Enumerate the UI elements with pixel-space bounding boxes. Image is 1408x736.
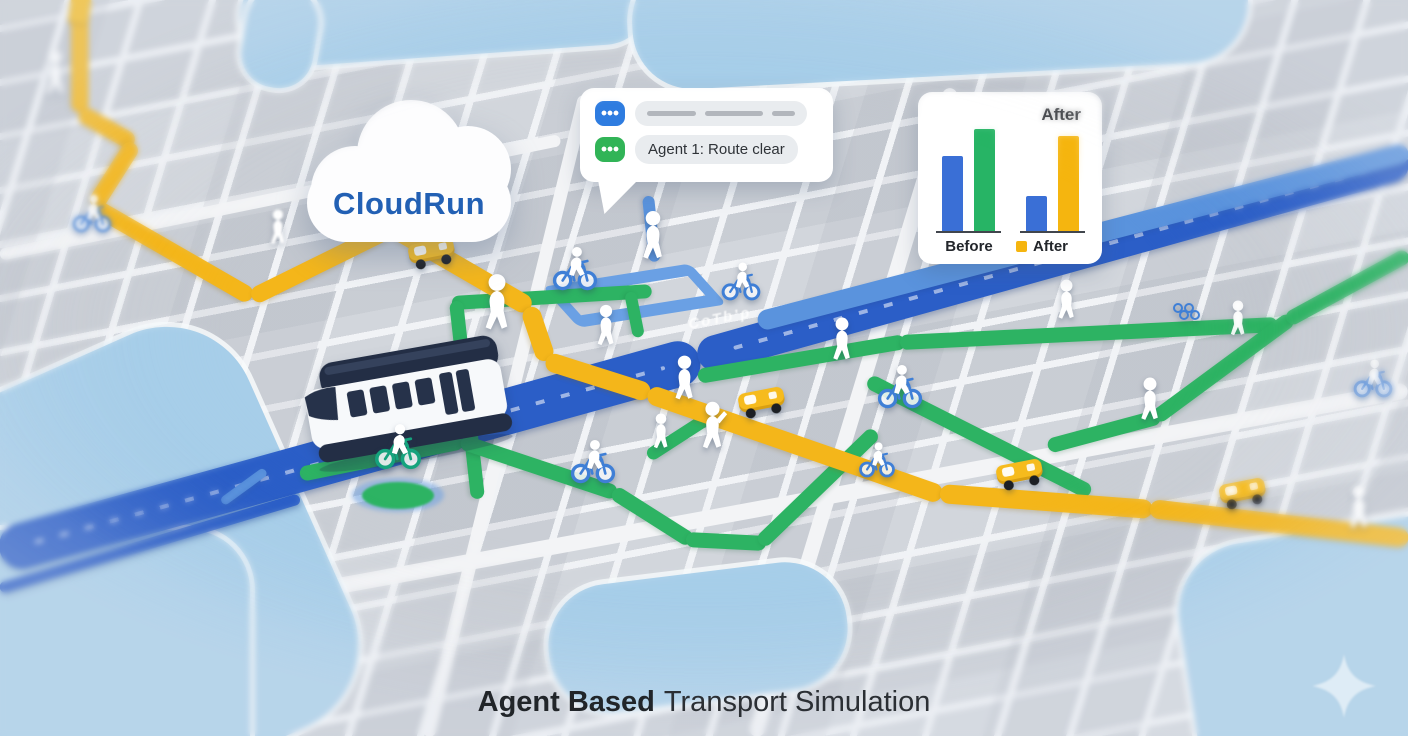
chart-bar-blue	[942, 156, 963, 231]
chart-title: After	[1041, 105, 1081, 124]
pedestrian-figure	[1133, 377, 1167, 438]
agent-highlight-ellipse	[362, 482, 434, 509]
chat-skeleton-message	[635, 101, 807, 126]
taxi-car	[1217, 476, 1268, 511]
legend-swatch-yellow	[1016, 241, 1027, 252]
cloud-run-badge: CloudRun	[305, 98, 513, 246]
cyclist-figure	[549, 244, 601, 296]
chart-labels: Before After	[930, 238, 1090, 255]
chart-bar-green	[974, 129, 995, 231]
chat-bubble-blue-icon	[595, 101, 625, 126]
pedestrian-figure	[825, 317, 859, 378]
chart-group-label-before: Before	[945, 238, 993, 255]
chart-plot	[930, 126, 1090, 233]
caption-bold: Agent Based	[477, 686, 655, 718]
cyclist-figure	[567, 437, 619, 489]
agent-chat-card: Agent 1: Route clear	[580, 88, 833, 182]
taxi-car	[736, 385, 787, 420]
chart-legend-label: After	[1033, 238, 1069, 255]
chart-bar-group-after	[1020, 136, 1085, 233]
pedestrian-figure	[475, 273, 519, 352]
chat-row	[595, 101, 818, 126]
parked-bikes-icon	[1172, 301, 1202, 326]
minibus	[67, 0, 93, 28]
chart-bar-blue	[1026, 196, 1047, 231]
pedestrian-figure	[590, 304, 622, 363]
cyclist-figure	[69, 192, 115, 238]
pedestrian-figure	[38, 50, 73, 113]
cyclist-figure	[371, 421, 425, 475]
taxi-car	[994, 457, 1045, 492]
caption-regular: Transport Simulation	[663, 686, 931, 718]
cyclist-figure	[856, 440, 898, 483]
pedestrian-figure	[1342, 485, 1376, 546]
pedestrian-figure	[1051, 279, 1082, 336]
chat-row: Agent 1: Route clear	[595, 135, 818, 164]
pedestrian-figure	[634, 210, 672, 279]
chart-bar-yellow	[1058, 136, 1079, 231]
skeleton-dash	[647, 111, 696, 116]
skeleton-dash	[704, 111, 764, 116]
chart-legend: After	[1016, 238, 1068, 255]
cyclist-figure	[874, 362, 926, 414]
chart-bar-group-before	[936, 129, 1001, 233]
agent-message: Agent 1: Route clear	[635, 135, 798, 164]
pedestrian-figure	[647, 413, 675, 464]
cloud-run-label: CloudRun	[332, 186, 486, 221]
pedestrian-figure	[694, 401, 731, 468]
sparkle-watermark-icon	[1312, 652, 1376, 720]
before-after-chart-card: After Before After	[918, 92, 1102, 264]
cyclist-figure	[718, 260, 764, 306]
cyclist-figure	[1350, 357, 1396, 403]
chat-bubble-green-icon	[595, 137, 625, 162]
pedestrian-figure	[264, 209, 292, 260]
skeleton-dash	[772, 111, 795, 116]
pedestrian-figure	[1224, 300, 1252, 351]
